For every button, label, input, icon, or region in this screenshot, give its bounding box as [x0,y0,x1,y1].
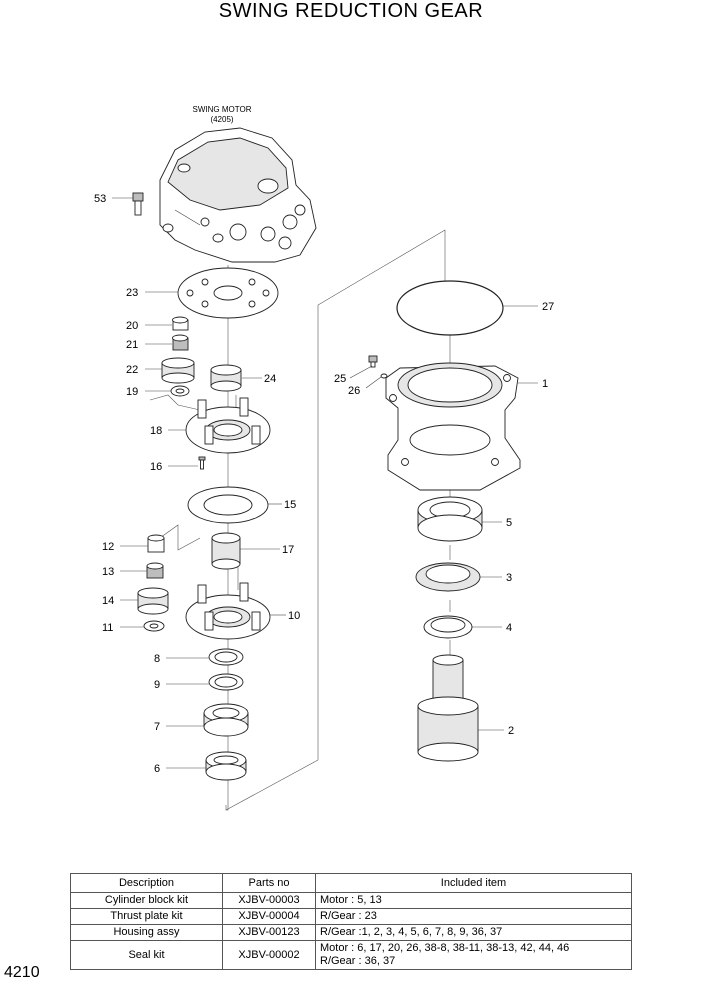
part-12-bushing [147,534,165,553]
callout-27: 27 [542,301,554,313]
table-row: Seal kit XJBV-00002 Motor : 6, 17, 20, 2… [70,940,632,970]
part-11-washer [143,620,165,632]
part-14-planet-gear [137,587,169,615]
part-27-o-ring [396,280,504,336]
kit-parts-table: Description Parts no Included item Cylin… [70,873,632,970]
callout-11: 11 [102,622,113,634]
callout-15: 15 [284,499,296,511]
part-24-sun-gear [210,364,242,392]
part-8-ring [208,648,244,666]
part-13-needle-bearing [146,562,164,579]
part-6-seal [205,751,247,781]
callout-22: 22 [126,364,138,376]
table-cell: Thrust plate kit [70,908,223,925]
part-22-planet-gear [161,357,195,384]
part-17-sun-gear [211,532,241,570]
callout-24: 24 [264,373,276,385]
part-9-ring [208,673,244,691]
callout-19: 19 [126,386,138,398]
callout-26: 26 [348,385,360,397]
part-19-washer [170,385,190,397]
part-7-bearing [203,703,249,737]
callout-23: 23 [126,287,138,299]
table-row: Thrust plate kit XJBV-00004 R/Gear : 23 [70,908,632,925]
callout-25: 25 [334,373,346,385]
part-10-carrier [185,582,271,640]
callout-12: 12 [102,541,114,553]
callout-10: 10 [288,610,300,622]
callout-3: 3 [506,572,512,584]
callout-9: 9 [154,679,160,691]
callout-labels: 53 23 20 21 22 24 19 18 16 15 12 17 13 1… [94,193,554,775]
table-header: Description [70,873,223,893]
table-row: Cylinder block kit XJBV-00003 Motor : 5,… [70,892,632,909]
table-cell: XJBV-00123 [222,924,316,941]
table-cell: XJBV-00004 [222,908,316,925]
part-15-thrust-plate [187,486,269,524]
callout-14: 14 [102,595,114,607]
part-53-bolt [132,192,144,216]
callout-6: 6 [154,763,160,775]
callout-4: 4 [506,622,512,634]
part-25-plug [368,355,378,368]
swing-motor-ref: (4205) [210,115,233,124]
page-title: SWING REDUCTION GEAR [218,0,484,22]
leader-lines [112,197,538,769]
table-row: Housing assy XJBV-00123 R/Gear :1, 2, 3,… [70,924,632,941]
callout-13: 13 [102,566,114,578]
callout-7: 7 [154,721,160,733]
swing-motor-label: SWING MOTOR [193,105,252,114]
table-cell: Housing assy [70,924,223,941]
table-cell: R/Gear : 23 [315,908,632,925]
callout-1: 1 [542,378,548,390]
part-2-pinion-shaft [417,654,479,762]
swing-motor [159,127,317,263]
table-cell: Seal kit [70,940,223,970]
table-header: Parts no [222,873,316,893]
callout-17: 17 [282,544,294,556]
callout-5: 5 [506,517,512,529]
table-cell: XJBV-00003 [222,892,316,909]
part-26-o-ring [380,373,388,379]
table-cell: Cylinder block kit [70,892,223,909]
callout-20: 20 [126,320,138,332]
callout-2: 2 [508,725,514,737]
part-16-pin [198,456,206,470]
callout-16: 16 [150,461,162,473]
part-5-bearing [417,496,483,542]
exploded-parts-diagram: SWING MOTOR (4205) [94,105,554,811]
part-18-carrier [185,397,271,454]
table-header-row: Description Parts no Included item [70,873,632,893]
callout-18: 18 [150,425,162,437]
part-23-plate [177,267,279,319]
callout-53: 53 [94,193,106,205]
part-21-needle-bearing [172,334,189,351]
part-20-bushing [172,316,189,331]
table-header: Included item [315,873,632,893]
table-cell: R/Gear :1, 2, 3, 4, 5, 6, 7, 8, 9, 36, 3… [315,924,632,941]
page-number: 4210 [4,964,40,981]
table-cell: Motor : 6, 17, 20, 26, 38-8, 38-11, 38-1… [315,940,632,970]
table-cell: XJBV-00002 [222,940,316,970]
part-1-housing [385,362,521,491]
part-4-seal [423,615,473,639]
callout-8: 8 [154,653,160,665]
callout-21: 21 [126,339,138,351]
part-3-ring [415,562,481,592]
table-cell: Motor : 5, 13 [315,892,632,909]
